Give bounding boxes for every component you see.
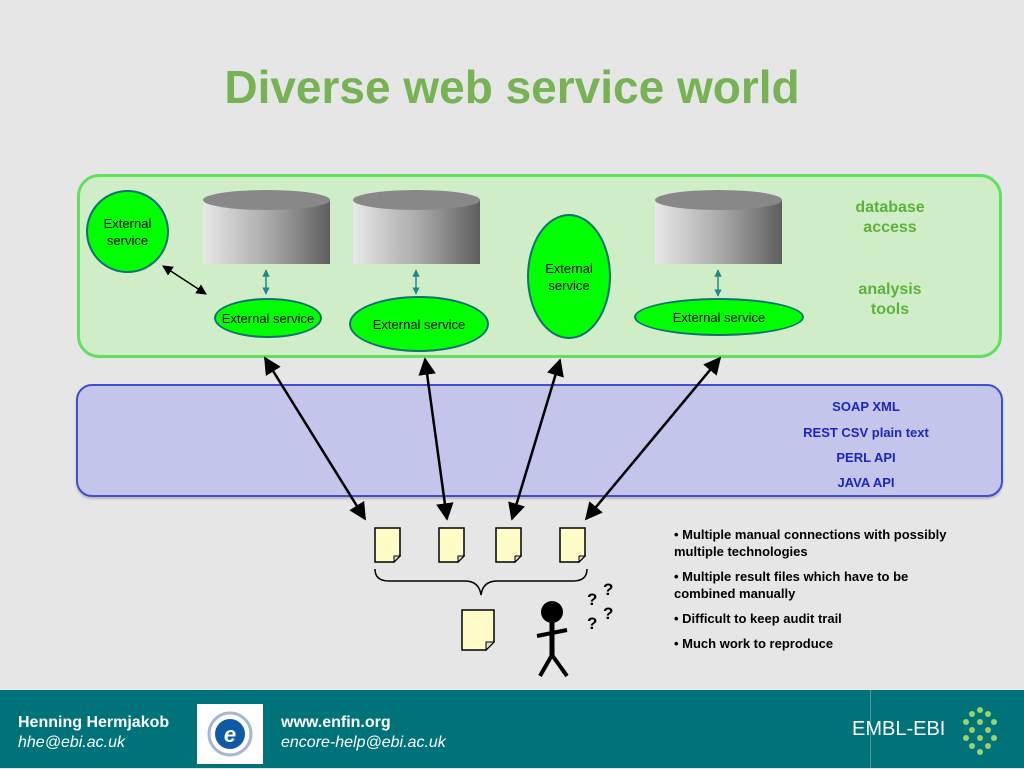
bullet-item: • Multiple result files which have to be… [674, 569, 909, 601]
person-icon [536, 601, 569, 678]
bullet-item: • Difficult to keep audit trail [674, 611, 842, 626]
database-cylinder-3 [655, 190, 782, 264]
database-access-label: database access [855, 199, 925, 236]
author-email[interactable]: hhe@ebi.ac.uk [18, 734, 125, 751]
enfin-logo: e [197, 704, 263, 764]
database-cylinder-1 [203, 190, 330, 264]
service-link-arrow [162, 265, 207, 295]
external-service-left: External service [214, 298, 322, 338]
bullet-list: • Multiple manual connections with possi… [674, 526, 954, 660]
result-file-icon [559, 527, 587, 564]
help-email-link[interactable]: encore-help@ebi.ac.uk [281, 734, 446, 751]
external-service-tall: External service [527, 214, 611, 339]
website-link[interactable]: www.enfin.org [281, 714, 391, 731]
result-file-icon [495, 527, 523, 564]
protocol-item: REST CSV plain text [803, 425, 929, 440]
external-service-middle: External service [349, 296, 489, 352]
combine-brace [374, 568, 588, 596]
database-cylinder-2 [353, 190, 480, 264]
external-service-circle: External service [86, 190, 169, 273]
question-mark: ? [603, 580, 614, 599]
footer-divider [870, 690, 871, 768]
bullet-item: • Multiple manual connections with possi… [674, 527, 947, 559]
protocol-item: PERL API [836, 450, 896, 465]
ebi-logo-icon [963, 707, 997, 755]
connection-arrow-2 [418, 357, 454, 521]
connection-arrow-3 [508, 358, 564, 521]
protocol-item: JAVA API [837, 475, 895, 490]
combined-file-icon [461, 609, 496, 652]
author-name: Henning Hermjakob [18, 714, 170, 731]
protocol-item: SOAP XML [832, 399, 900, 414]
page-title: Diverse web service world [224, 61, 800, 113]
org-logo-text: EMBL-EBI [852, 718, 946, 740]
connection-arrow-1 [263, 356, 367, 521]
result-file-icon [438, 527, 466, 564]
external-service-right: External service [634, 298, 804, 336]
footer-bar: Henning Hermjakob hhe@ebi.ac.uk e www.en… [0, 690, 1024, 768]
enfin-logo-icon: e [207, 711, 253, 757]
question-mark: ? [587, 590, 598, 609]
question-mark: ? [587, 614, 598, 633]
connection-arrow-4 [584, 356, 722, 521]
result-file-icon [374, 527, 402, 564]
bullet-item: • Much work to reproduce [674, 636, 834, 651]
enfin-logo-letter: e [224, 722, 236, 747]
question-mark: ? [603, 604, 614, 623]
analysis-tools-label: analysis tools [858, 281, 922, 318]
